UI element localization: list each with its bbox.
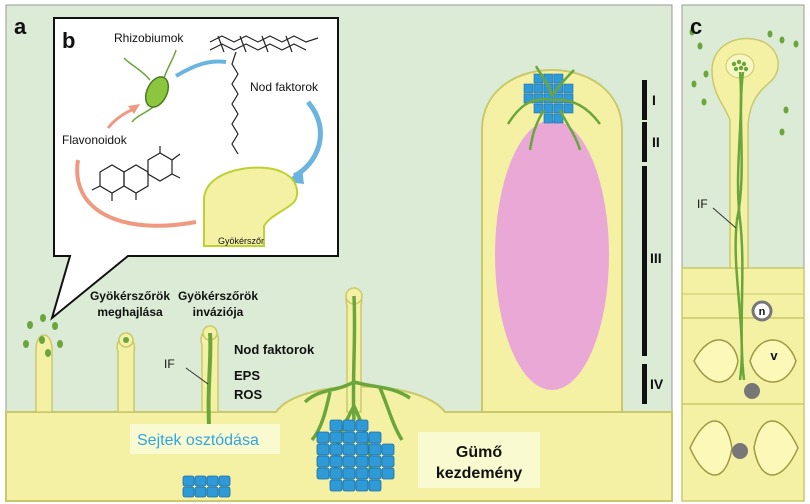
label-bending-line1: Gyökérszőrök [90,289,170,303]
infection-thread-c [734,71,746,381]
nucleus-n [751,300,773,322]
nucleus-lower [732,443,748,459]
label-ros: ROS [234,387,263,402]
vacuole-upper-right [749,339,797,383]
zone-label-iii: III [650,250,662,266]
bacteria-colony [731,59,749,72]
label-flavonoids: Flavonoidok [62,133,128,147]
label-v: v [770,348,778,363]
vacuole-lower-right [753,420,799,476]
root-hair-1 [23,314,63,413]
label-primordium-line1: Gümő [456,444,502,461]
rhizobium-bacterium [123,49,177,123]
arrow-roothair-to-flavonoid [75,159,197,228]
dividing-cells-small [182,475,231,498]
arrow-rhizobia-to-nod [174,59,227,78]
arrowhead-salmon [128,104,140,114]
mature-nodule [481,65,623,413]
zone-label-iv: IV [650,376,664,392]
nod-factor-molecule [209,35,319,155]
primordium-label-box [418,432,540,488]
label-rhizobia: Rhizobiumok [114,31,184,45]
label-primordium-line2: kezdemény [436,465,522,482]
label-roothair: Gyökérszőr [218,236,264,246]
panel-a-letter: a [14,14,27,39]
label-invasion-line2: inváziója [193,305,244,319]
root-hair-c [711,37,779,269]
nodule-infected-zone [495,120,609,390]
label-bending-line2: meghajlása [97,305,163,319]
division-label-box [130,424,280,454]
zone-label-ii: II [652,134,660,150]
zone-label-i: I [652,92,656,108]
vacuole-lower-left [689,420,733,476]
infected-root-hair [303,287,411,492]
free-bacteria [689,28,799,136]
label-if-c: IF [697,197,708,211]
label-n: n [759,306,766,318]
root-hair-b [203,166,299,247]
label-if-a: IF [164,357,175,371]
root-hair-2 [116,332,136,413]
zone-bars [642,80,647,404]
label-nod-factors: Nod faktorok [234,342,315,357]
label-eps: EPS [234,368,260,383]
panel-b-letter: b [62,28,75,53]
callout-bubble [50,17,339,321]
panel-c-letter: c [690,14,702,39]
panel-c: IF n v c [681,4,805,502]
label-nod-factors-b: Nod faktorok [250,80,319,94]
label-invasion-line1: Gyökérszőrök [178,289,258,303]
flavonoid-structure [91,146,181,201]
dividing-cells-large [316,419,395,492]
panel-b: b Rhizobiumok Nod faktorok [50,17,339,321]
vacuole-upper-left [693,339,739,383]
label-cell-division: Sejtek osztódása [137,432,259,449]
panel-a: a [5,4,673,502]
nucleus-upper [744,383,760,399]
